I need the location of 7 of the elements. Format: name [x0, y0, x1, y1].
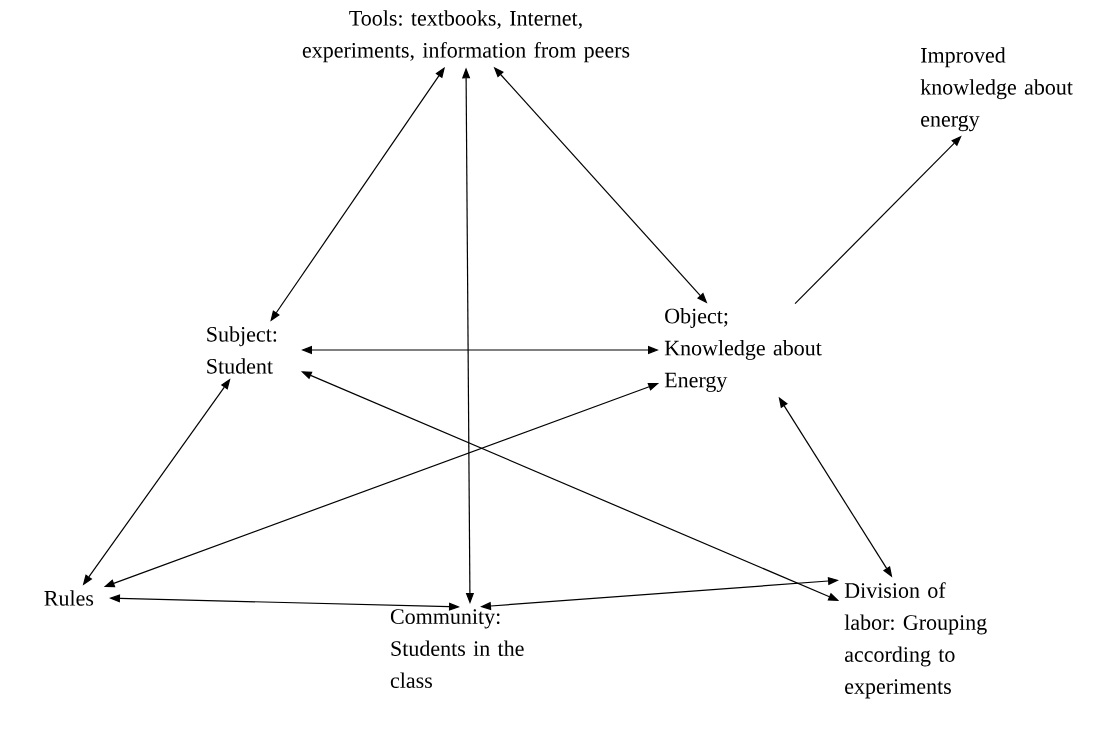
text-label: Community: Students in the class: [390, 609, 524, 688]
text-label: Improved knowledge about energy: [920, 47, 1073, 132]
text-label: Division of labor: Grouping according to experiments: [844, 582, 987, 699]
text-label: Tools: textbooks, Internet, experiments, information from peers: [302, 10, 630, 63]
text-label: Object; Knowledge about Energy: [664, 308, 822, 392]
text-label: Subject: Student: [207, 326, 277, 374]
text-label: Rules: [44, 590, 94, 606]
